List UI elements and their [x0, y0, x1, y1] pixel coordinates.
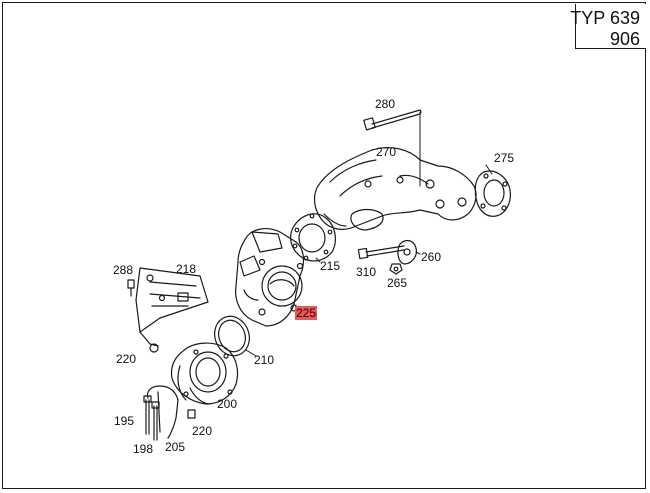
part-215-gasket[interactable] [290, 213, 336, 262]
part-210-o-ring[interactable] [209, 311, 255, 360]
leader-215 [315, 257, 321, 263]
part-225-throttle-body[interactable] [235, 228, 305, 327]
title-block: TYP 639 906 [570, 4, 646, 49]
leader-210 [245, 349, 257, 357]
part-275-gasket[interactable] [474, 170, 511, 217]
drawing-frame [2, 2, 646, 489]
callout-220-lower[interactable]: 220 [192, 424, 213, 438]
callout-270[interactable]: 270 [376, 145, 397, 159]
callout-260[interactable]: 260 [421, 250, 442, 264]
callout-195[interactable]: 195 [114, 414, 135, 428]
part-218-bracket[interactable] [135, 267, 209, 347]
part-270-manifold[interactable] [313, 147, 477, 231]
callout-215[interactable]: 215 [320, 259, 341, 273]
callout-288[interactable]: 288 [113, 263, 134, 277]
part-310-bolt[interactable] [357, 245, 405, 260]
part-260-bracket[interactable] [397, 239, 417, 265]
part-280-bolt[interactable] [363, 109, 422, 131]
callout-225-highlighted[interactable]: 225 [295, 306, 318, 320]
callout-310[interactable]: 310 [356, 265, 377, 279]
leader-260 [415, 251, 421, 255]
callout-205[interactable]: 205 [165, 440, 186, 454]
callout-280[interactable]: 280 [375, 97, 396, 111]
callout-220-upper[interactable]: 220 [116, 352, 137, 366]
vehicle-type-label: TYP 639 [570, 8, 640, 28]
part-198-stud[interactable] [151, 401, 160, 441]
callout-275[interactable]: 275 [494, 151, 515, 165]
leader-275 [485, 164, 493, 175]
part-220-clip-lower[interactable] [187, 409, 196, 419]
part-265-nut[interactable] [389, 263, 403, 275]
part-200-adapter[interactable] [170, 342, 239, 405]
callout-200[interactable]: 200 [217, 397, 238, 411]
part-195-stud[interactable] [143, 395, 152, 435]
part-205-wire-clip[interactable] [146, 385, 179, 439]
callout-265[interactable]: 265 [387, 276, 408, 290]
part-220-washer[interactable] [149, 343, 159, 353]
part-288-screw[interactable] [127, 279, 135, 297]
diagram-number: 906 [609, 29, 640, 49]
callout-210[interactable]: 210 [254, 353, 275, 367]
callout-198[interactable]: 198 [133, 442, 154, 456]
callout-218[interactable]: 218 [176, 262, 197, 276]
